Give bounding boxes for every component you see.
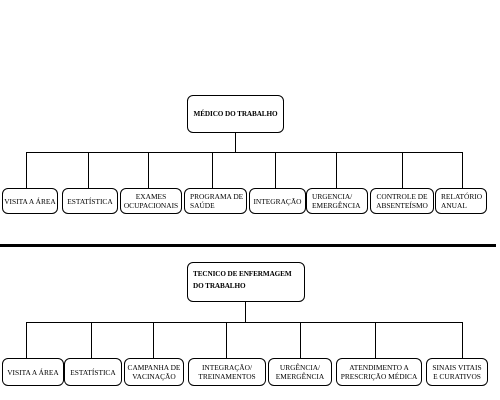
connector-drop xyxy=(91,322,92,358)
connector-drop xyxy=(148,152,149,188)
connector-root-stem xyxy=(245,302,246,322)
connector-drop xyxy=(212,152,213,188)
node-integracao: INTEGRAÇÃO xyxy=(249,188,306,214)
connector-drop xyxy=(402,152,403,188)
node-visita-area: VISITA A ÁREA xyxy=(2,188,58,214)
connector-horizontal-bar xyxy=(26,152,462,153)
node-urgencia-emergencia: URGÊNCIA/EMERGÊNCIA xyxy=(268,358,332,386)
connector-drop xyxy=(336,152,337,188)
node-integracao-treinamentos: INTEGRAÇÃO/TREINAMENTOS xyxy=(188,358,266,386)
connector-drop xyxy=(26,322,27,358)
connector-drop xyxy=(226,322,227,358)
connector-drop xyxy=(462,152,463,188)
connector-root-stem xyxy=(235,133,236,152)
connector-drop xyxy=(153,322,154,358)
node-visita-area: VISITA A ÁREA xyxy=(2,358,64,386)
connector-drop xyxy=(462,322,463,358)
root-node-label: MÉDICO DO TRABALHO xyxy=(193,109,278,118)
node-estatistica: ESTATÍSTICA xyxy=(62,188,118,214)
connector-drop xyxy=(275,152,276,188)
connector-drop xyxy=(26,152,27,188)
connector-drop xyxy=(375,322,376,358)
root-node-medico: MÉDICO DO TRABALHO xyxy=(187,95,284,133)
node-urgencia-emergencia: URGENCIA/EMERGÊNCIA xyxy=(306,188,368,214)
section-divider xyxy=(0,244,496,247)
connector-horizontal-bar xyxy=(26,322,462,323)
connector-drop xyxy=(88,152,89,188)
connector-drop xyxy=(300,322,301,358)
node-estatistica: ESTATÍSTICA xyxy=(64,358,122,386)
